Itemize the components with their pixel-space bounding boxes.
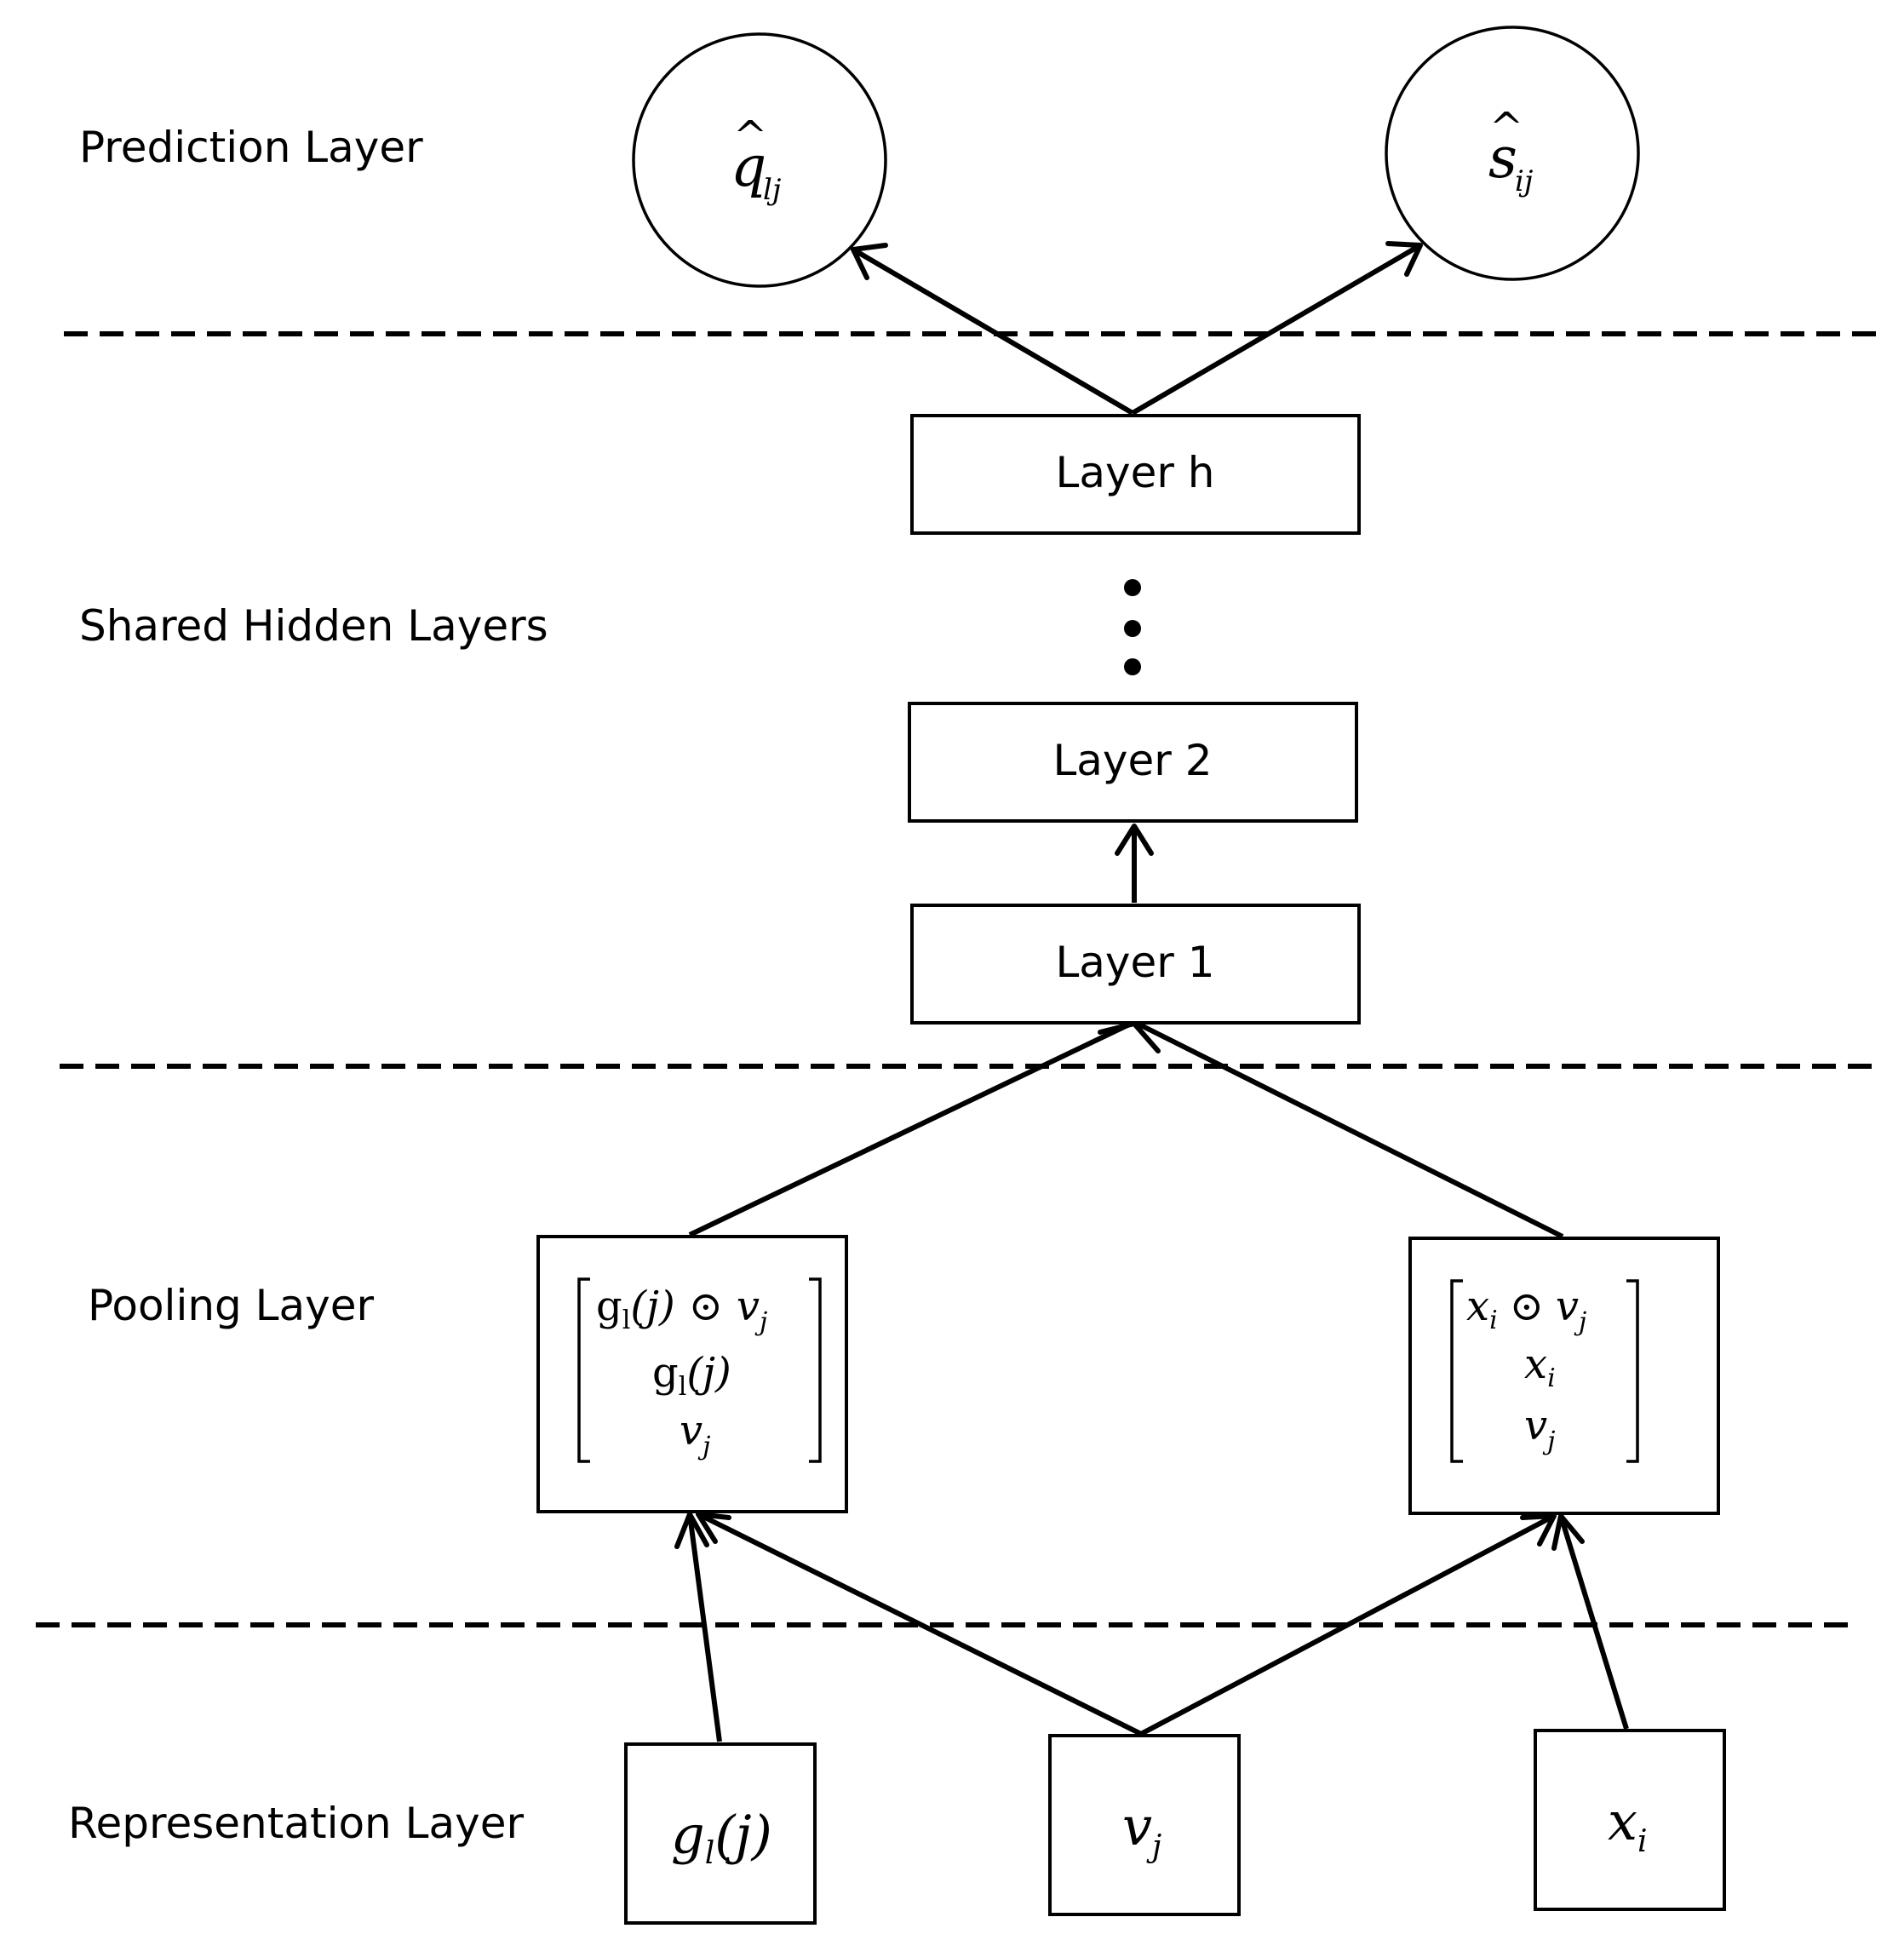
arrowhead-v-poolright <box>1520 1513 1557 1547</box>
representation-layer-label: Representation Layer <box>68 1799 524 1848</box>
svg-text:vj: vj <box>1122 1795 1161 1864</box>
svg-text:Layer 1: Layer 1 <box>1055 938 1214 987</box>
edge-poolright-to-layer1 <box>1136 1021 1564 1239</box>
svg-text:gl(j): gl(j) <box>671 1804 772 1871</box>
edge-v-to-poolright <box>1139 1513 1556 1736</box>
hidden-layer-2: Layer 2 <box>908 702 1358 823</box>
hidden-layer-1: Layer 1 <box>910 904 1361 1025</box>
edge-g-to-poolleft <box>687 1513 722 1742</box>
arrowhead-s <box>1385 241 1423 277</box>
arrowhead-layer2 <box>1115 824 1154 856</box>
input-box-x: xi <box>1534 1729 1726 1911</box>
pooling-left-row3: vj <box>680 1407 710 1461</box>
arrowhead-q <box>851 243 888 280</box>
input-box-v: vj <box>1048 1734 1241 1916</box>
edge-x-to-poolright <box>1558 1515 1629 1730</box>
ellipsis-dots <box>1124 579 1141 675</box>
pooling-box-right: xi⊙vj xi vj <box>1408 1237 1720 1515</box>
pooling-layer-label: Pooling Layer <box>88 1281 375 1330</box>
shared-hidden-layers-label: Shared Hidden Layers <box>79 601 548 651</box>
svg-text:^: ^ <box>733 112 767 160</box>
edge-layerh-to-s <box>1131 243 1422 416</box>
output-node-s: s ^ ij <box>1385 26 1640 281</box>
edges <box>674 241 1629 1742</box>
pooling-box-left: gl(j)⊙vj gl(j) vj <box>536 1235 848 1513</box>
edge-layerh-to-q <box>852 247 1134 416</box>
hidden-layer-h: Layer h <box>910 414 1361 535</box>
svg-text:xi: xi <box>1608 1790 1647 1859</box>
arrowhead-g-poolleft <box>674 1512 709 1549</box>
output-node-q: q ^ lj <box>632 32 887 288</box>
prediction-layer-label: Prediction Layer <box>79 123 423 172</box>
svg-text:Layer 2: Layer 2 <box>1052 736 1212 785</box>
edge-poolleft-to-layer1 <box>688 1021 1133 1237</box>
pooling-left-row2: gl(j) <box>652 1349 731 1402</box>
svg-text:s: s <box>1488 125 1517 191</box>
pooling-right-row1: xi⊙vj <box>1466 1283 1586 1337</box>
arrowhead-x-poolright <box>1551 1513 1585 1551</box>
input-box-g: gl(j) <box>624 1742 817 1925</box>
pooling-left-row1: gl(j)⊙vj <box>596 1283 767 1337</box>
svg-text:q: q <box>731 134 766 199</box>
arrowhead-v-poolleft <box>696 1512 731 1544</box>
edge-v-to-poolleft <box>697 1512 1143 1736</box>
pooling-right-row3: vj <box>1524 1402 1555 1456</box>
svg-text:^: ^ <box>1489 104 1523 152</box>
svg-text:lj: lj <box>763 173 782 207</box>
svg-text:ij: ij <box>1515 164 1534 198</box>
pooling-right-row2: xi <box>1524 1340 1556 1393</box>
svg-text:Layer h: Layer h <box>1056 448 1215 497</box>
